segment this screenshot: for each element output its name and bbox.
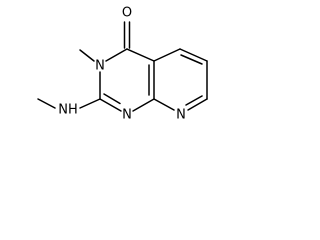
bonds bbox=[37, 21, 208, 112]
atom-label-n8: N bbox=[176, 108, 186, 123]
bond-n3-methyl bbox=[79, 49, 95, 62]
atom-labels: O N N N NH bbox=[58, 6, 186, 123]
bond-n1-c8a bbox=[132, 98, 155, 112]
bond-c4a-c4 bbox=[126, 48, 155, 62]
chemical-structure-diagram: O N N N NH bbox=[37, 6, 208, 123]
bond-c7-n8-b bbox=[185, 95, 203, 106]
atom-label-n3: N bbox=[95, 59, 105, 74]
bond-c2-n1-b bbox=[103, 93, 121, 105]
atom-label-n1: N bbox=[122, 108, 132, 123]
bond-c5-c6-a bbox=[179, 48, 208, 62]
atom-label-nh: NH bbox=[58, 103, 78, 118]
bond-c2-n1-a bbox=[99, 98, 122, 112]
bond-c2-nh bbox=[79, 98, 101, 109]
bond-c5-c6-b bbox=[180, 54, 203, 65]
bond-nh-methyl bbox=[37, 98, 56, 109]
bond-c7-n8-a bbox=[187, 98, 208, 111]
bond-c4a-c5 bbox=[153, 48, 181, 62]
bond-n8-c8a bbox=[153, 98, 175, 111]
atom-label-o4: O bbox=[122, 6, 132, 21]
bond-c4-n3 bbox=[105, 48, 128, 62]
